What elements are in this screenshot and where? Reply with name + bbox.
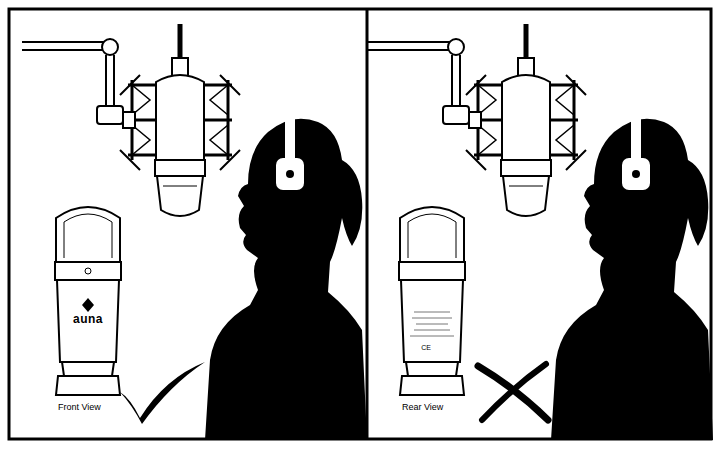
view-caption: Rear View <box>402 403 443 412</box>
certification-mark: CE <box>421 344 431 351</box>
cross-mark <box>478 364 548 420</box>
rear-microphone <box>399 207 465 395</box>
view-caption: Front View <box>58 403 101 412</box>
front-microphone <box>55 207 121 395</box>
check-mark <box>120 362 205 424</box>
brand-logo: auna <box>73 313 103 325</box>
